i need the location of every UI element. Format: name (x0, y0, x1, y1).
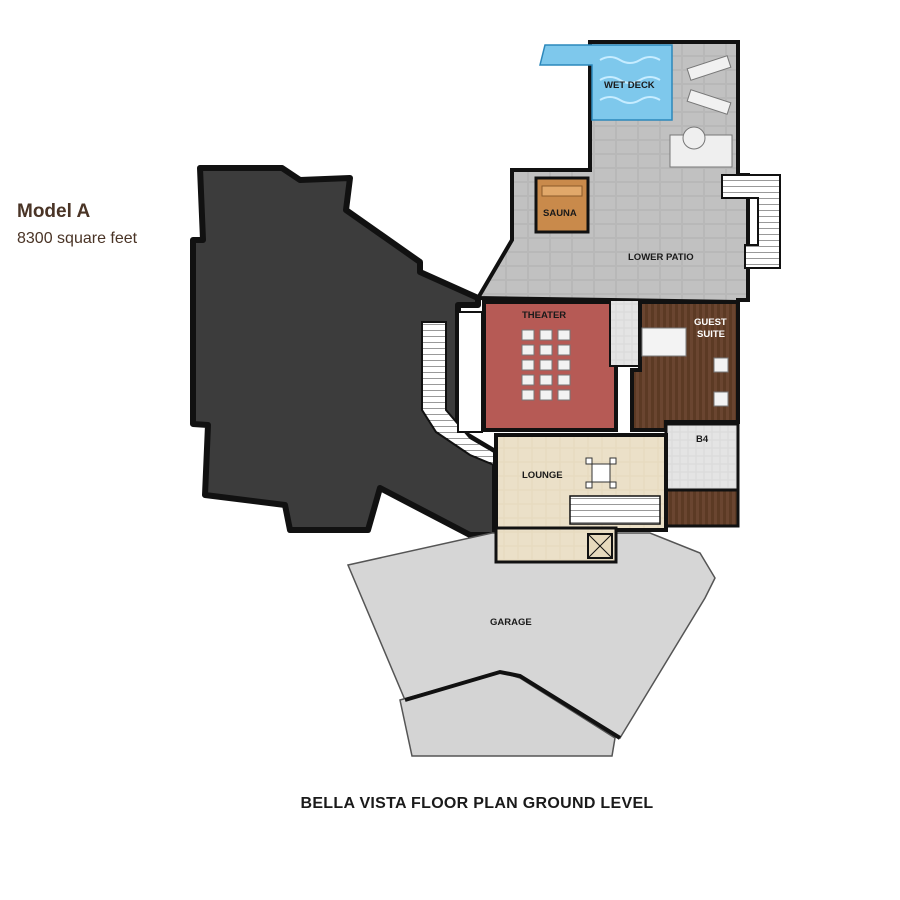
outdoor-table (682, 126, 706, 150)
guest-nightstand (713, 357, 729, 373)
room-label-garage: GARAGE (490, 617, 532, 628)
model-title: Model A (17, 201, 91, 222)
guest-nightstand (713, 391, 729, 407)
room-label-lower-patio: LOWER PATIO (628, 252, 694, 263)
room-label-lounge: LOUNGE (522, 470, 563, 481)
theater-seats (521, 329, 571, 401)
room-label-wet-deck: WET DECK (604, 80, 655, 91)
east-stair (721, 174, 781, 269)
guest-bed (641, 327, 687, 357)
lounge-dining-set (585, 457, 617, 489)
garage-wall (404, 669, 622, 740)
room-label-b4: B4 (696, 434, 709, 445)
theater-bath (609, 299, 641, 367)
unexcavated-area (190, 165, 498, 538)
b4-closet (664, 488, 740, 528)
sauna-bench (541, 185, 583, 197)
room-label-guest-suite-2: SUITE (697, 329, 725, 340)
lounge-chair (686, 55, 732, 81)
model-square-feet: 8300 square feet (17, 230, 138, 247)
pool-ripples (599, 56, 661, 104)
room-label-guest-suite-1: GUEST (694, 317, 727, 328)
elevator-x (587, 533, 613, 559)
room-label-theater: THEATER (522, 310, 566, 321)
lounge-chair (686, 89, 732, 115)
room-label-sauna: SAUNA (543, 208, 577, 219)
lounge-stair (569, 495, 661, 525)
west-stair-wall (457, 311, 483, 433)
plan-caption: BELLA VISTA FLOOR PLAN GROUND LEVEL (300, 795, 654, 812)
